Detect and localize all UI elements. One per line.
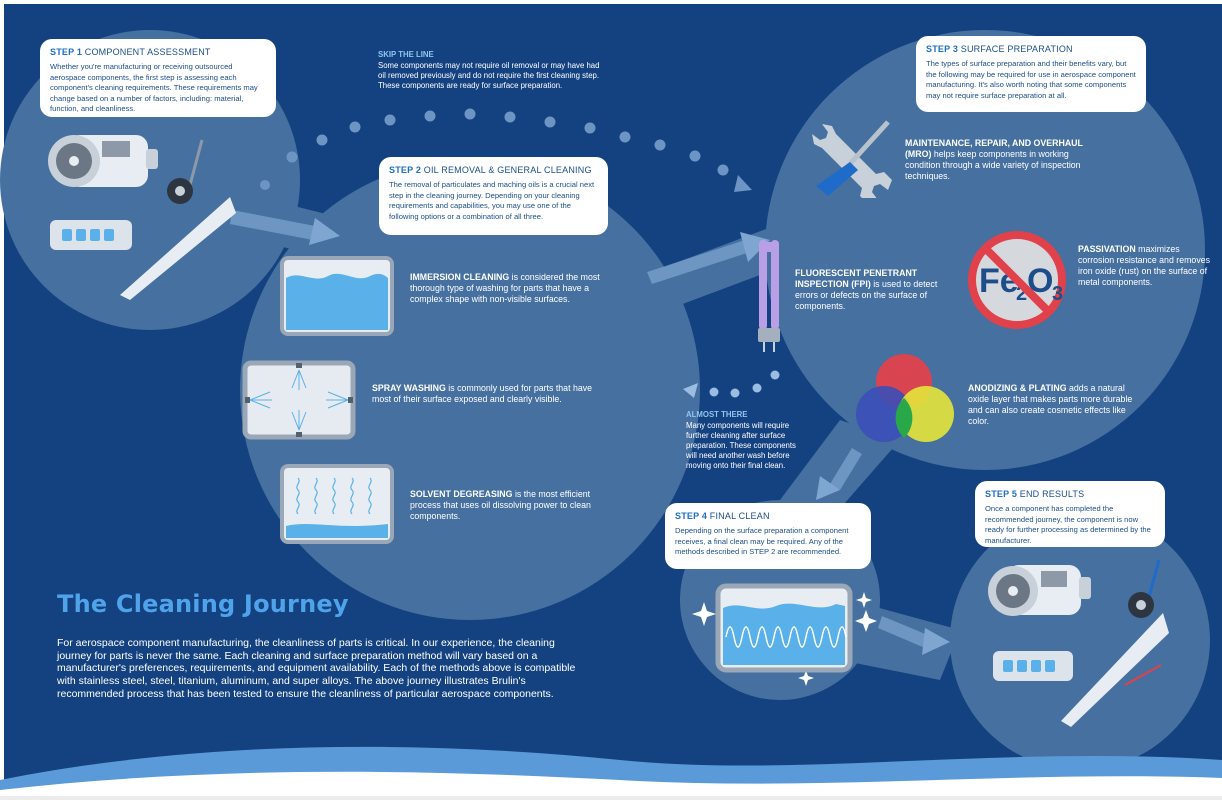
solvent-name: SOLVENT DEGREASING <box>410 489 513 499</box>
spray-name: SPRAY WASHING <box>372 383 446 393</box>
step2-body: The removal of particulates and maching … <box>389 180 595 221</box>
step3-card: STEP 3 SURFACE PREPARATION The types of … <box>916 36 1146 112</box>
passivation-description: PASSIVATION maximizes corrosion resistan… <box>1078 244 1210 288</box>
fpi-description: FLUORESCENT PENETRANT INSPECTION (FPI) i… <box>795 268 960 312</box>
wrench-screwdriver-icon <box>812 120 892 198</box>
almost-there-note: ALMOST THERE Many components will requir… <box>686 410 798 471</box>
step3-number: STEP 3 <box>926 44 959 54</box>
step2-card: STEP 2 OIL REMOVAL & GENERAL CLEANING Th… <box>379 157 608 235</box>
anodizing-name: ANODIZING & PLATING <box>968 383 1067 393</box>
solvent-text: is the most efficient process that uses … <box>410 489 591 521</box>
landing-gear-icon <box>167 139 204 204</box>
finished-parts-icon <box>988 559 1169 727</box>
jet-engine-icon <box>48 135 158 187</box>
mro-name: MAINTENANCE, REPAIR, AND OVERHAUL (MRO) <box>905 138 1083 159</box>
fpi-text: is used to detect errors or defects on t… <box>795 279 938 311</box>
rust-formula-sub: 2 <box>1016 283 1027 305</box>
spray-washing-icon <box>242 360 356 440</box>
step5-title: END RESULTS <box>1019 489 1085 499</box>
flow-arrows <box>230 210 950 655</box>
solvent-degreasing-icon <box>280 464 394 544</box>
skip-heading: SKIP THE LINE <box>378 50 434 59</box>
step5-number: STEP 5 <box>985 489 1018 499</box>
immersion-tank-icon <box>280 256 394 336</box>
solvent-description: SOLVENT DEGREASING is the most efficient… <box>410 489 600 522</box>
clean-landing-gear-icon <box>1128 559 1161 618</box>
step3-body: The types of surface preparation and the… <box>926 59 1136 100</box>
rust-formula: Fe <box>979 262 1019 300</box>
step2-title: OIL REMOVAL & GENERAL CLEANING <box>423 165 592 175</box>
mro-text: helps keep components in working conditi… <box>905 149 1081 181</box>
final-clean-tank-icon <box>692 583 877 686</box>
step4-number: STEP 4 <box>675 511 708 521</box>
immersion-name: IMMERSION CLEANING <box>410 272 510 282</box>
immersion-description: IMMERSION CLEANING is considered the mos… <box>410 272 600 305</box>
skip-dots <box>260 108 752 192</box>
step4-title: FINAL CLEAN <box>709 511 770 521</box>
step1-card: STEP 1 COMPONENT ASSESSMENT Whether you'… <box>40 39 276 117</box>
passivation-name: PASSIVATION <box>1078 244 1136 254</box>
almost-heading: ALMOST THERE <box>686 410 748 419</box>
fpi-name: FLUORESCENT PENETRANT INSPECTION (FPI) <box>795 268 918 289</box>
page-title: The Cleaning Journey <box>57 590 349 618</box>
clean-wing-icon <box>1061 613 1169 727</box>
step1-title: COMPONENT ASSESSMENT <box>84 47 211 57</box>
step5-card: STEP 5 END RESULTS Once a component has … <box>975 481 1165 547</box>
mro-description: MAINTENANCE, REPAIR, AND OVERHAUL (MRO) … <box>905 138 1095 182</box>
step1-number: STEP 1 <box>50 47 83 57</box>
color-circles-icon <box>856 354 954 442</box>
intro-paragraph: For aerospace component manufacturing, t… <box>57 637 576 700</box>
clean-control-panel-icon <box>993 651 1073 681</box>
step4-body: Depending on the surface preparation a c… <box>675 526 849 556</box>
clean-jet-engine-icon <box>988 565 1091 616</box>
step3-title: SURFACE PREPARATION <box>960 44 1073 54</box>
control-panel-icon <box>50 220 132 250</box>
spray-description: SPRAY WASHING is commonly used for parts… <box>372 383 594 405</box>
anodizing-description: ANODIZING & PLATING adds a natural oxide… <box>968 383 1146 427</box>
step4-card: STEP 4 FINAL CLEAN Depending on the surf… <box>665 503 871 569</box>
rust-prohibited-icon: Fe 2 O 3 <box>968 231 1066 329</box>
skip-the-line-note: SKIP THE LINE Some components may not re… <box>378 50 606 91</box>
passivation-text: maximizes corrosion resistance and remov… <box>1078 244 1211 287</box>
immersion-text: is considered the most thorough type of … <box>410 272 600 304</box>
aerospace-parts-icon <box>48 135 236 300</box>
wing-icon <box>120 197 236 300</box>
spray-text: is commonly used for parts that have mos… <box>372 383 593 404</box>
uv-lamp-icon <box>758 240 780 352</box>
step5-body: Once a component has completed the recom… <box>985 504 1151 545</box>
almost-body: Many components will require further cle… <box>686 421 796 470</box>
skip-body: Some components may not require oil remo… <box>378 61 600 90</box>
anodizing-text: adds a natural oxide layer that makes pa… <box>968 383 1133 426</box>
almost-dots <box>683 370 780 398</box>
step1-body: Whether you're manufacturing or receivin… <box>50 62 258 113</box>
step2-number: STEP 2 <box>389 165 422 175</box>
rust-formula-sub2: 3 <box>1052 283 1063 305</box>
